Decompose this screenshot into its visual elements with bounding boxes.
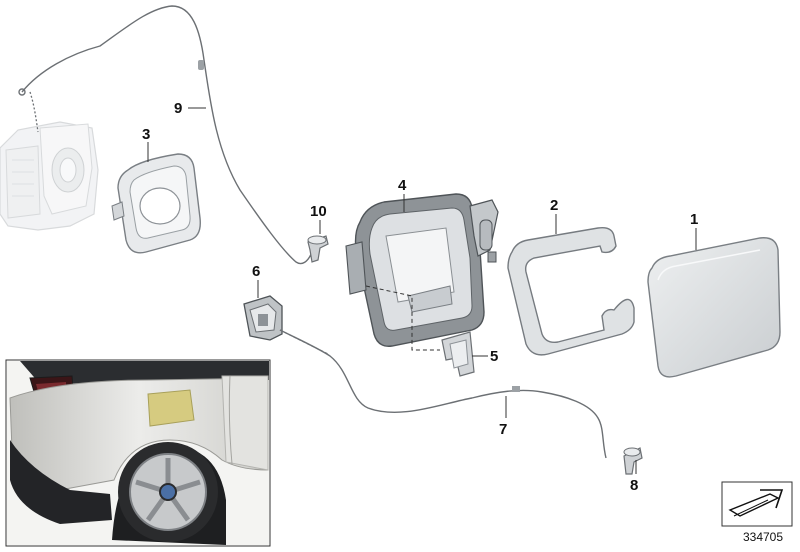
part-4-frame: 4 xyxy=(345,177,499,347)
release-cable-9 xyxy=(18,5,313,265)
callout-5-label: 5 xyxy=(490,348,498,365)
callout-9-label: 9 xyxy=(174,100,182,117)
diagram-symbol xyxy=(721,481,793,527)
assembly-guide-lines xyxy=(365,285,440,351)
callout-10-label: 10 xyxy=(310,203,327,220)
part-2-seal: 2 xyxy=(507,197,635,356)
callout-4-label: 4 xyxy=(398,177,407,194)
callout-3-label: 3 xyxy=(142,126,150,143)
part-6-lock: 6 xyxy=(243,263,283,341)
callout-8-label: 8 xyxy=(630,477,638,494)
release-cable-7: 7 xyxy=(279,329,607,459)
callout-7-label: 7 xyxy=(499,421,507,438)
callout-6-label: 6 xyxy=(252,263,260,280)
part-5-bracket: 5 xyxy=(441,331,498,377)
inset-car-view xyxy=(5,359,271,547)
part-8-clip: 8 xyxy=(623,447,643,494)
diagram-number: 334705 xyxy=(742,530,784,544)
charging-socket-ghost xyxy=(0,121,99,231)
part-3-socket-cover: 3 xyxy=(111,126,201,254)
part-1-flap: 1 xyxy=(647,211,781,378)
callout-1-label: 1 xyxy=(690,211,698,228)
part-10-clip: 10 xyxy=(307,203,329,263)
callout-9: 9 xyxy=(174,100,206,117)
callout-2-label: 2 xyxy=(550,197,558,214)
